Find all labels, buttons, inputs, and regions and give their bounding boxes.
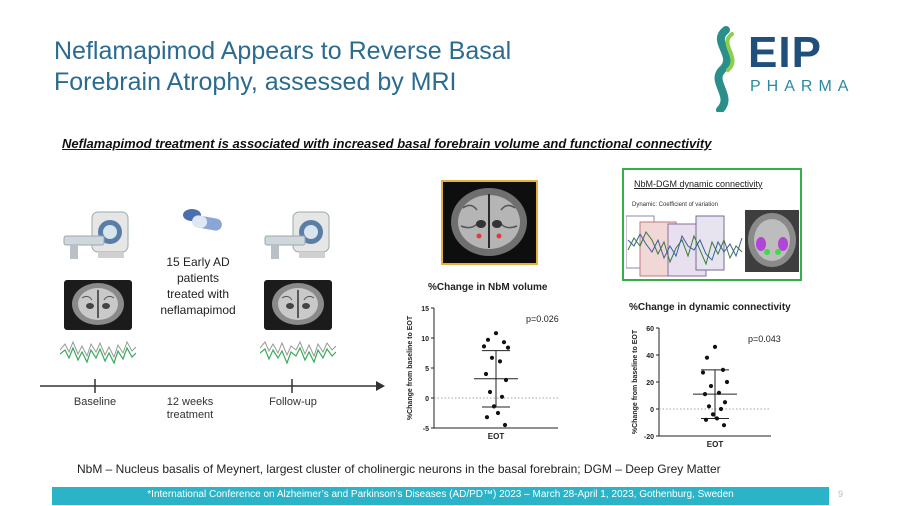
data-point (495, 410, 501, 416)
data-point (491, 404, 497, 409)
p-value-label: p=0.026 (526, 314, 559, 324)
footer-citation: *International Conference on Alzheimer’s… (147, 489, 734, 500)
data-point (722, 400, 728, 405)
dyn-chart-title: %Change in dynamic connectivity (629, 302, 791, 313)
y-tick-label: -5 (423, 426, 429, 433)
connectivity-panel: NbM-DGM dynamic connectivity Dynamic: Co… (622, 168, 802, 281)
p-value-label: p=0.043 (748, 334, 781, 344)
data-point (481, 344, 487, 349)
title-line-1: Neflamapimod Appears to Reverse Basal (54, 37, 512, 65)
data-point (710, 412, 716, 417)
timeline-arrow (40, 379, 385, 393)
data-point (485, 337, 491, 342)
title-line-2: Forebrain Atrophy, assessed by MRI (54, 68, 457, 96)
slide-subtitle: Neflamapimod treatment is associated wit… (62, 136, 712, 151)
nbm-mri-coronal-image (441, 180, 538, 265)
abbreviation-definitions: NbM – Nucleus basalis of Meynert, larges… (77, 462, 721, 476)
y-tick-label: 40 (646, 353, 654, 360)
data-point (503, 377, 509, 383)
x-tick-label: EOT (707, 440, 724, 449)
data-point (706, 404, 712, 409)
baseline-label: Baseline (73, 396, 117, 408)
data-point (497, 359, 503, 364)
logo-pharma-text: PHARMA (750, 78, 855, 95)
y-axis-label: %Change from baseline to EOT (407, 315, 414, 420)
data-point (502, 422, 508, 428)
data-point (716, 390, 722, 395)
data-point (483, 371, 489, 377)
treatment-duration-label: 12 weeks treatment (166, 396, 214, 421)
connectivity-panel-subtitle: Dynamic: Coefficient of variation (632, 202, 718, 208)
data-point (724, 379, 730, 385)
y-tick-label: 0 (650, 407, 654, 414)
x-tick-label: EOT (488, 432, 505, 441)
logo-eip-text: EIP (748, 28, 822, 77)
followup-signal-traces (260, 340, 336, 365)
data-point (487, 389, 493, 395)
data-point (700, 370, 706, 375)
data-point (708, 383, 714, 389)
baseline-brain-mri-image (64, 280, 132, 330)
y-tick-label: 10 (421, 336, 429, 343)
dynamic-connectivity-chart: %Change in dynamic connectivity -20 0 20 40… (625, 302, 815, 456)
nbm-chart-title: %Change in NbM volume (428, 282, 548, 293)
connectivity-traces-image (626, 215, 743, 277)
footer-bar: *International Conference on Alzheimer’s… (52, 487, 829, 505)
data-point (489, 355, 495, 360)
connectivity-panel-title: NbM-DGM dynamic connectivity (634, 179, 763, 189)
study-timeline: Baseline 12 weeks treatment Follow-up (40, 370, 385, 430)
data-point (501, 340, 507, 345)
data-point (484, 415, 490, 420)
data-point (714, 416, 720, 421)
baseline-signal-traces (60, 340, 136, 365)
connectivity-brain-image (745, 210, 799, 272)
pills-icon (183, 209, 222, 231)
y-tick-label: 0 (425, 396, 429, 403)
data-point (712, 344, 718, 349)
y-tick-label: 60 (646, 326, 654, 333)
logo-swirl-icon (714, 26, 735, 112)
eip-pharma-logo: EIP PHARMA (704, 26, 854, 112)
y-tick-label: 5 (425, 366, 429, 373)
data-point (499, 394, 505, 399)
data-point (720, 367, 726, 372)
followup-brain-mri-image (264, 280, 332, 330)
y-axis-label: %Change from baseline to EOT (632, 329, 639, 434)
mri-scanner-followup-icon (264, 211, 330, 259)
data-point (703, 417, 709, 422)
mri-scanner-baseline-icon (63, 211, 129, 259)
patients-description: 15 Early AD patients treated with neflam… (160, 255, 236, 317)
y-tick-label: 15 (421, 306, 429, 313)
data-point (505, 345, 511, 350)
data-point (493, 331, 499, 336)
data-point (718, 406, 724, 412)
y-tick-label: 20 (646, 380, 654, 387)
slide-title: Neflamapimod Appears to Reverse Basal Fo… (54, 36, 654, 98)
page-number: 9 (838, 489, 844, 499)
data-point (721, 423, 727, 428)
followup-label: Follow-up (269, 396, 317, 408)
data-point (704, 355, 710, 360)
data-point (702, 392, 708, 397)
y-tick-label: -20 (644, 434, 654, 441)
